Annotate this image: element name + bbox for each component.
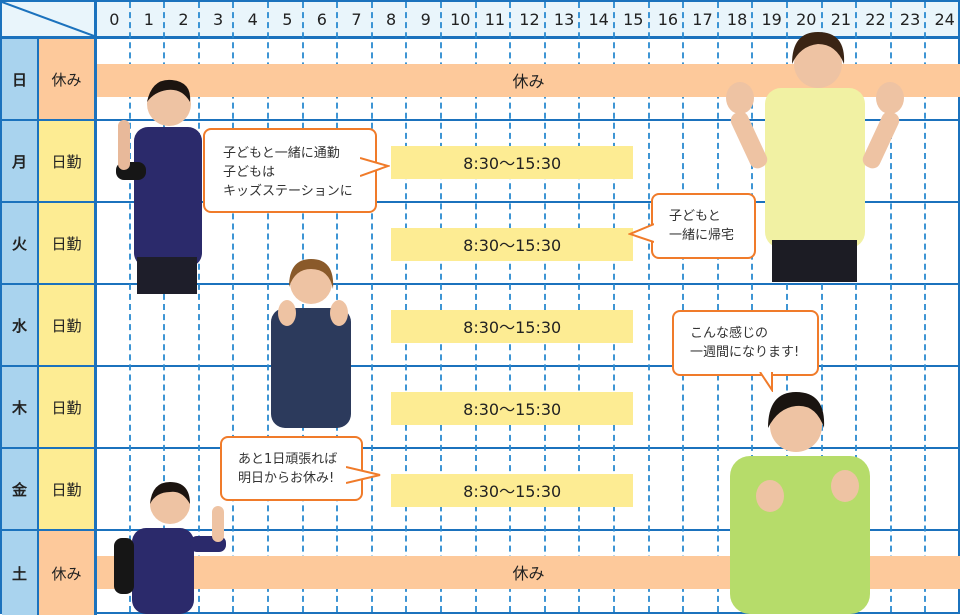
staff-photo-running: [114, 482, 226, 614]
hour-label: 2: [178, 10, 189, 29]
shift-type-label: 日勤: [39, 121, 97, 201]
hour-label: 20: [796, 10, 817, 29]
hour-gridline: [820, 2, 823, 612]
staff-photo-waving: [271, 259, 351, 428]
day-label: 水: [2, 285, 39, 365]
hour-label: 8: [386, 10, 397, 29]
day-label: 火: [2, 203, 39, 283]
hour-gridline: [440, 2, 442, 612]
shift-type-label: 休み: [39, 531, 97, 615]
hour-label: 14: [588, 10, 609, 29]
shift-type-label: 日勤: [39, 285, 97, 365]
bubble-tail: [360, 157, 390, 177]
hour-gridline: [197, 2, 200, 612]
hour-label: 18: [726, 10, 748, 29]
hour-gridline: [509, 2, 512, 612]
hour-gridline: [889, 2, 892, 612]
hour-label: 23: [899, 10, 921, 29]
hour-label: 0: [109, 10, 120, 29]
hour-gridline: [301, 2, 304, 612]
speech-bubble-commute: 子どもと一緒に通勤 子どもは キッズステーションに: [203, 128, 377, 213]
hour-label: 6: [316, 10, 327, 29]
bubble-tail: [346, 466, 381, 484]
hour-label: 12: [519, 10, 540, 29]
shift-type-label: 休み: [39, 39, 97, 119]
hour-gridline: [751, 2, 754, 612]
header-corner: [2, 2, 97, 39]
shift-bar: 8:30〜15:30: [391, 309, 634, 343]
hour-label: 11: [484, 10, 506, 29]
schedule-row: 月 日勤 8:30〜15:30: [2, 121, 958, 203]
hour-label: 5: [282, 10, 293, 29]
hour-label: 4: [247, 10, 258, 29]
hour-label: 9: [420, 10, 431, 29]
schedule-row: 火 日勤 8:30〜15:30: [2, 203, 958, 285]
day-label: 金: [2, 449, 39, 529]
bubble-tail: [759, 372, 773, 392]
shift-type-label: 日勤: [39, 449, 97, 529]
day-label: 月: [2, 121, 39, 201]
hour-gridline: [232, 2, 235, 612]
shift-bar: 8:30〜15:30: [391, 145, 634, 179]
hour-label: 22: [865, 10, 886, 29]
hour-gridline: [786, 2, 788, 612]
bubble-tail: [628, 223, 654, 243]
shift-type-label: 日勤: [39, 367, 97, 447]
staff-photo-green-scrubs: [730, 392, 870, 614]
speech-bubble-return-home: 子どもと 一緒に帰宅: [651, 193, 756, 259]
hour-gridline: [128, 2, 131, 612]
hour-label: 10: [450, 10, 471, 29]
staff-photo-pointing: [116, 79, 202, 294]
hour-label: 7: [351, 10, 362, 29]
speech-bubble-week-summary: こんな感じの 一週間になります!: [672, 310, 819, 376]
hour-gridline: [543, 2, 546, 612]
hour-gridline: [370, 2, 373, 612]
shift-bar: 8:30〜15:30: [391, 473, 634, 507]
hour-label: 15: [623, 10, 644, 29]
hour-gridline: [855, 2, 858, 612]
hour-gridline: [163, 2, 166, 612]
hour-gridline: [474, 2, 477, 612]
schedule-row: 金 日勤 8:30〜15:30: [2, 449, 958, 531]
hour-gridline: [267, 2, 269, 612]
schedule-row: 水 日勤 8:30〜15:30: [2, 285, 958, 367]
shift-bar: 8:30〜15:30: [391, 391, 634, 425]
hour-label: 17: [692, 10, 713, 29]
hour-gridline: [578, 2, 581, 612]
hour-gridline: [924, 2, 927, 612]
hour-gridline: [613, 2, 615, 612]
hour-label: 3: [213, 10, 224, 29]
hour-gridline: [647, 2, 650, 612]
day-label: 土: [2, 531, 39, 615]
day-label: 日: [2, 39, 39, 119]
hour-gridline: [405, 2, 408, 612]
shift-bar: 8:30〜15:30: [391, 227, 634, 261]
diagonal-line: [2, 2, 94, 36]
schedule-row: 木 日勤 8:30〜15:30: [2, 367, 958, 449]
shift-type-label: 日勤: [39, 203, 97, 283]
hour-label: 24: [934, 10, 955, 29]
hour-label: 21: [830, 10, 852, 29]
hour-label: 19: [761, 10, 782, 29]
hour-gridline: [716, 2, 719, 612]
hour-label: 13: [553, 10, 575, 29]
staff-photo-yellow-scrubs: [726, 32, 904, 282]
speech-bubble-friday: あと1日頑張れば 明日からお休み!: [220, 436, 363, 501]
hour-label: 1: [143, 10, 154, 29]
hour-label: 16: [657, 10, 679, 29]
hour-gridline: [682, 2, 685, 612]
day-label: 木: [2, 367, 39, 447]
